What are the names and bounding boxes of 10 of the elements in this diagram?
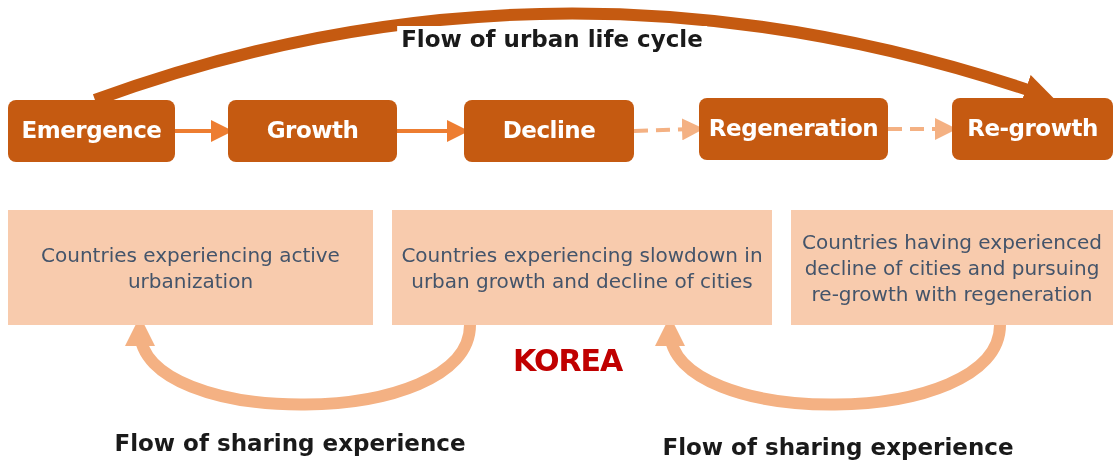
description-box: Countries experiencing active urbanization — [8, 210, 373, 325]
stage-box: Re-growth — [952, 98, 1113, 160]
stage-box: Regeneration — [699, 98, 888, 160]
stage-box: Decline — [464, 100, 634, 162]
description-box: Countries having experienced decline of cities and pursuing re-growth with regeneration — [791, 210, 1113, 325]
stage-box: Emergence — [8, 100, 175, 162]
country-label: KOREA — [513, 343, 623, 378]
edge-label: Flow of urban life cycle — [397, 26, 707, 52]
description-box: Countries experiencing slowdown in urban growth and decline of cities — [392, 210, 772, 325]
stage-box: Growth — [228, 100, 397, 162]
